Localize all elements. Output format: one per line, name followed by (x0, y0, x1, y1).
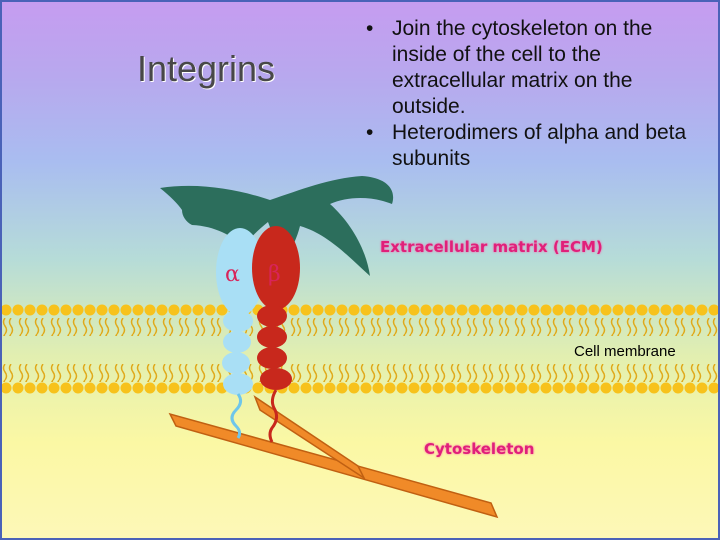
membrane-tails-upper (0, 318, 720, 336)
alpha-domain-1 (223, 310, 253, 332)
beta-head (252, 226, 300, 310)
beta-domain-2 (257, 326, 287, 348)
alpha-label: α (225, 262, 240, 287)
bullet-marker: • (366, 121, 374, 144)
slide-title: Integrins (136, 48, 276, 89)
bullet-list: • Join the cytoskeleton on the inside of… (366, 16, 706, 172)
actin-filament-1 (168, 412, 499, 519)
ecm-fiber-bundle (160, 176, 394, 276)
beta-label: β (268, 262, 281, 287)
beta-domain-1 (257, 305, 287, 327)
cell-membrane (0, 303, 720, 395)
membrane-heads-lower (0, 381, 720, 395)
alpha-tail (230, 393, 243, 439)
beta-domain-4 (260, 368, 292, 390)
beta-tail (268, 389, 279, 443)
bullet-text: Heterodimers of alpha and beta subunits (392, 121, 687, 170)
alpha-domain-2 (223, 331, 251, 353)
bullet-marker: • (366, 17, 374, 40)
cell-membrane-label: Cell membrane (574, 343, 676, 360)
beta-domain-3 (257, 347, 287, 369)
cytoskeleton-label: Cytoskeleton (424, 440, 535, 458)
bullet-text: Join the cytoskeleton on the inside of t… (392, 17, 653, 118)
bullet-item: • Join the cytoskeleton on the inside of… (366, 16, 706, 120)
alpha-subunit (216, 228, 264, 439)
beta-subunit (252, 226, 300, 443)
ecm-fibers (160, 176, 394, 276)
membrane-tails-lower (0, 364, 720, 382)
alpha-domain-3 (222, 352, 250, 374)
actin-filament-2 (253, 395, 366, 481)
bullet-item: • Heterodimers of alpha and beta subunit… (366, 120, 706, 172)
membrane-heads-upper (0, 303, 720, 317)
cytoskeleton-fibers (168, 395, 499, 519)
alpha-domain-4 (223, 373, 253, 395)
alpha-head (216, 228, 264, 316)
ecm-label: Extracellular matrix (ECM) (380, 238, 603, 256)
